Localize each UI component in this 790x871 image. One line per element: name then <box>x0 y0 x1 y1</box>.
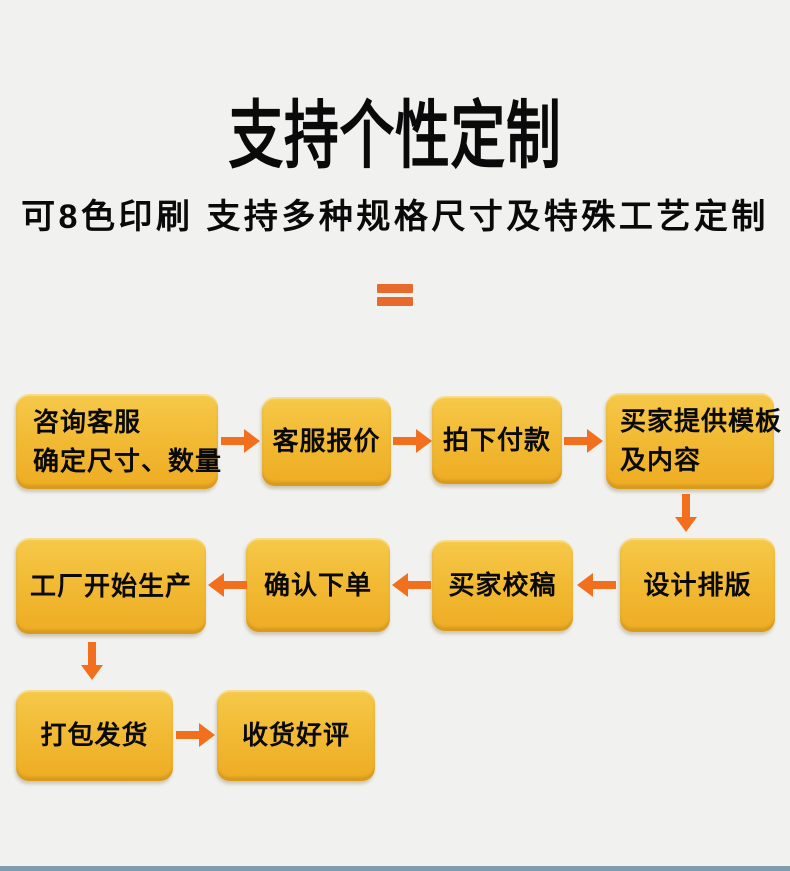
page-subtitle: 可8色印刷 支持多种规格尺寸及特殊工艺定制 <box>21 198 769 236</box>
arrow-shaft <box>224 581 247 589</box>
page-title: 支持个性定制 <box>0 94 790 178</box>
arrow-left-icon <box>392 573 431 597</box>
flow-step-label: 买家校稿 <box>448 570 557 600</box>
flow-step-label: 确认下单 <box>263 569 372 600</box>
arrow-down-icon <box>675 494 697 532</box>
arrow-head <box>416 429 432 453</box>
flow-step-quote: 客服报价 <box>262 397 391 486</box>
equals-bar-bottom <box>377 297 413 306</box>
page-title-text: 支持个性定制 <box>228 94 562 177</box>
flow-step-label: 工厂开始生产 <box>29 570 192 601</box>
equals-bar-top <box>377 284 413 293</box>
arrow-shaft <box>593 581 616 589</box>
arrow-right-icon <box>176 723 215 747</box>
arrow-head <box>81 665 103 680</box>
flow-step-pay: 拍下付款 <box>432 396 562 484</box>
arrow-shaft <box>682 494 690 517</box>
arrow-head <box>199 723 215 747</box>
arrow-shaft <box>88 642 96 665</box>
arrow-shaft <box>393 437 416 445</box>
arrow-down-icon <box>81 642 103 680</box>
flow-step-label: 确定尺寸、数量 <box>33 445 223 476</box>
flow-step-label: 客服报价 <box>272 426 381 456</box>
arrow-head <box>587 429 603 453</box>
arrow-right-icon <box>393 429 432 453</box>
flow-step-design: 设计排版 <box>620 538 775 632</box>
flow-step-ship: 打包发货 <box>16 690 173 781</box>
arrow-head <box>392 573 408 597</box>
arrow-head <box>675 517 697 532</box>
flow-step-label: 设计排版 <box>643 569 752 600</box>
arrow-left-icon <box>208 573 247 597</box>
flow-step-review: 收货好评 <box>217 690 375 781</box>
flow-step-label: 及内容 <box>620 445 702 475</box>
flow-step-label: 打包发货 <box>40 720 149 750</box>
equals-icon <box>377 284 413 310</box>
arrow-right-icon <box>221 429 260 453</box>
flow-step-label: 收货好评 <box>241 720 350 750</box>
flow-step-produce: 工厂开始生产 <box>16 538 206 634</box>
arrow-head <box>208 573 224 597</box>
arrow-shaft <box>221 437 244 445</box>
flow-step-label: 买家提供模板 <box>620 406 783 436</box>
footer-divider-bar <box>0 866 790 871</box>
flow-step-label: 咨询客服 <box>33 406 142 437</box>
flow-step-template: 买家提供模板 及内容 <box>606 393 781 489</box>
arrow-head <box>577 573 593 597</box>
arrow-shaft <box>564 437 587 445</box>
arrow-right-icon <box>564 429 603 453</box>
arrow-left-icon <box>577 573 616 597</box>
arrow-shaft <box>408 581 431 589</box>
arrow-shaft <box>176 731 199 739</box>
flow-step-proof: 买家校稿 <box>432 540 573 631</box>
flow-step-consult: 咨询客服 确定尺寸、数量 <box>16 394 221 489</box>
flow-step-label: 拍下付款 <box>442 424 551 455</box>
arrow-head <box>244 429 260 453</box>
flow-step-confirm: 确认下单 <box>246 538 390 632</box>
